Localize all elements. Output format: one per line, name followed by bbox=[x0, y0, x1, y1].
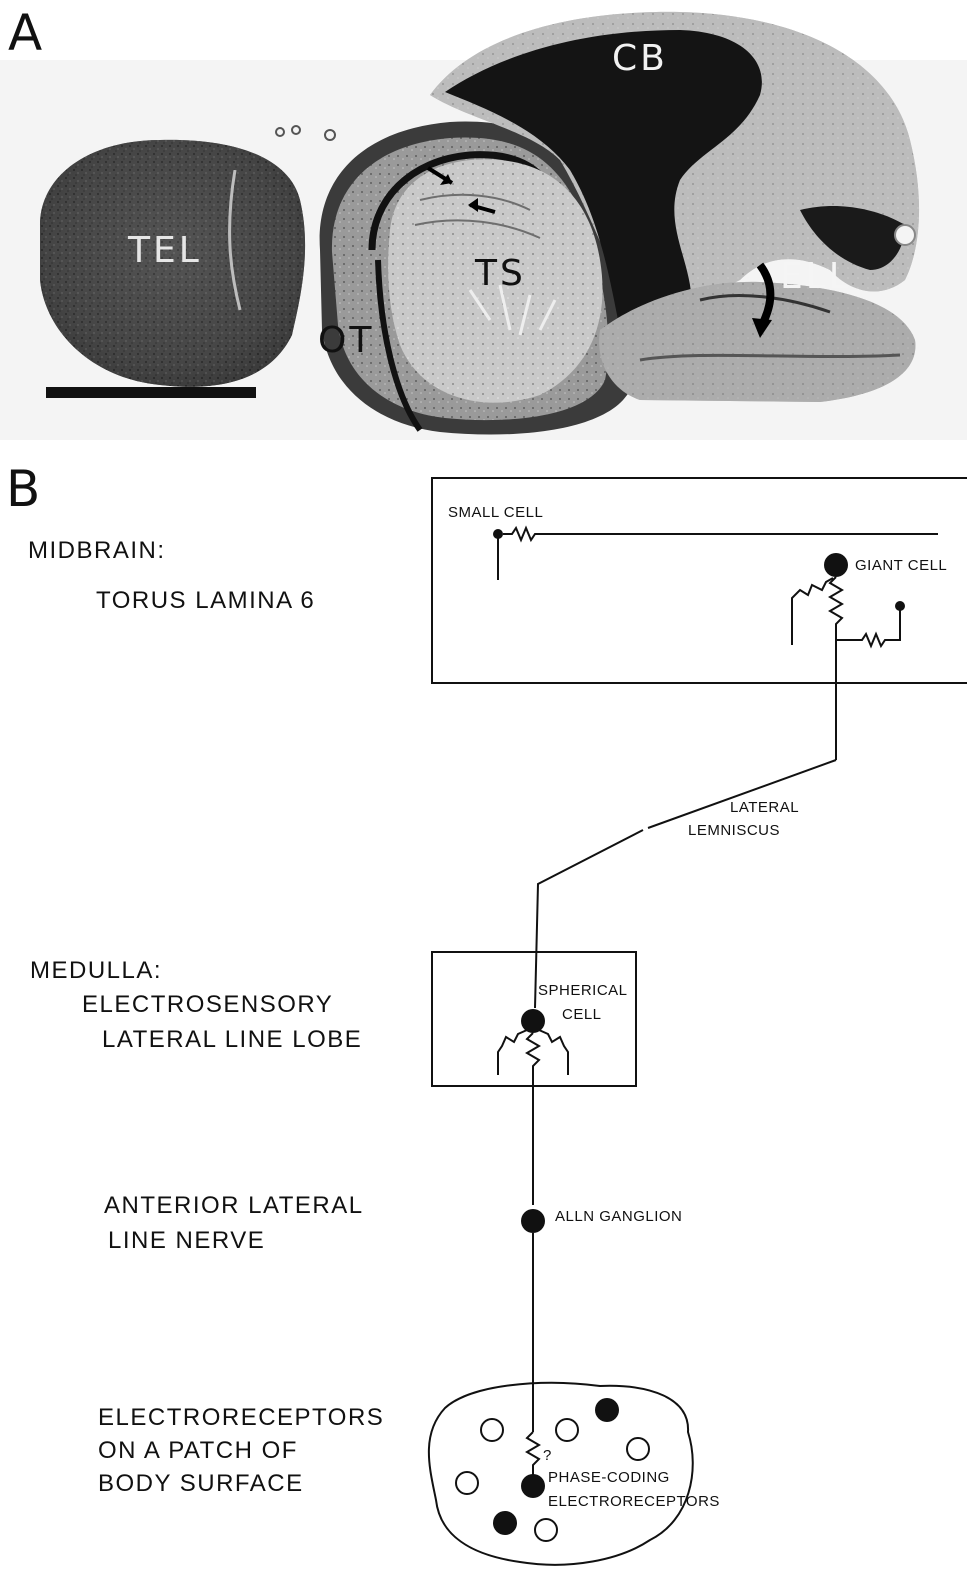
panel-b-letter: B bbox=[6, 460, 40, 518]
receptor-open-5 bbox=[535, 1519, 557, 1541]
giant-cell-collateral bbox=[836, 608, 900, 646]
receptor-filled-3 bbox=[493, 1511, 517, 1535]
label-giant-cell: GIANT CELL bbox=[855, 557, 947, 574]
label-lateral-line-lobe: LATERAL LINE LOBE bbox=[102, 1026, 362, 1053]
giant-cell-soma bbox=[824, 553, 848, 577]
receptor-junction bbox=[527, 1432, 539, 1476]
receptor-open-4 bbox=[456, 1472, 478, 1494]
panel-b-diagram: B MIDBRAIN: TORUS LAMINA 6 MEDULLA: ELEC… bbox=[6, 460, 967, 1565]
spherical-cell-dendrite-right bbox=[539, 1030, 568, 1075]
label-medulla: MEDULLA: bbox=[30, 957, 162, 984]
label-cb: CB bbox=[612, 38, 668, 79]
collateral-terminal bbox=[895, 601, 905, 611]
receptor-open-1 bbox=[481, 1419, 503, 1441]
section-hole bbox=[895, 225, 915, 245]
label-electroreceptors: ELECTRORECEPTORS bbox=[98, 1404, 384, 1431]
label-alln-ganglion: ALLN GANGLION bbox=[555, 1208, 682, 1225]
giant-cell-axon bbox=[830, 577, 842, 760]
label-torus-lamina: TORUS LAMINA 6 bbox=[96, 587, 315, 614]
label-spherical-1: SPHERICAL bbox=[538, 982, 628, 999]
spherical-cell-axon bbox=[527, 1033, 539, 1205]
label-ot: OT bbox=[318, 320, 374, 361]
label-on-a-patch: ON A PATCH OF bbox=[98, 1437, 298, 1464]
scale-bar bbox=[46, 387, 256, 398]
label-electrosensory: ELECTROSENSORY bbox=[82, 991, 333, 1018]
label-midbrain: MIDBRAIN: bbox=[28, 537, 166, 564]
label-anterior-lateral: ANTERIOR LATERAL bbox=[104, 1192, 364, 1219]
receptor-filled-1 bbox=[595, 1398, 619, 1422]
label-phase-coding: PHASE-CODING bbox=[548, 1469, 670, 1486]
label-tel: TEL bbox=[127, 230, 202, 271]
spherical-cell-dendrite-left bbox=[498, 1030, 527, 1075]
label-small-cell: SMALL CELL bbox=[448, 504, 543, 521]
label-spherical-2: CELL bbox=[562, 1006, 602, 1023]
label-lemniscus-2: LEMNISCUS bbox=[688, 822, 780, 839]
label-ell: ELL bbox=[780, 256, 852, 297]
small-cell-axon bbox=[503, 528, 938, 540]
label-phase-electroreceptors: ELECTRORECEPTORS bbox=[548, 1493, 720, 1510]
receptor-open-3 bbox=[627, 1438, 649, 1460]
label-body-surface: BODY SURFACE bbox=[98, 1470, 304, 1497]
receptor-filled-2 bbox=[521, 1474, 545, 1498]
label-lemniscus-1: LATERAL bbox=[730, 799, 799, 816]
giant-cell-dendrite bbox=[792, 578, 833, 645]
receptor-open-2 bbox=[556, 1419, 578, 1441]
label-line-nerve: LINE NERVE bbox=[108, 1227, 265, 1254]
label-question: ? bbox=[543, 1447, 552, 1464]
panel-a-letter: A bbox=[8, 4, 42, 62]
alln-ganglion-soma bbox=[521, 1209, 545, 1233]
spherical-cell-soma bbox=[521, 1009, 545, 1033]
label-ts: TS bbox=[474, 253, 526, 294]
lemniscus-upper bbox=[648, 760, 836, 828]
panel-a-micrograph: A bbox=[0, 4, 967, 440]
